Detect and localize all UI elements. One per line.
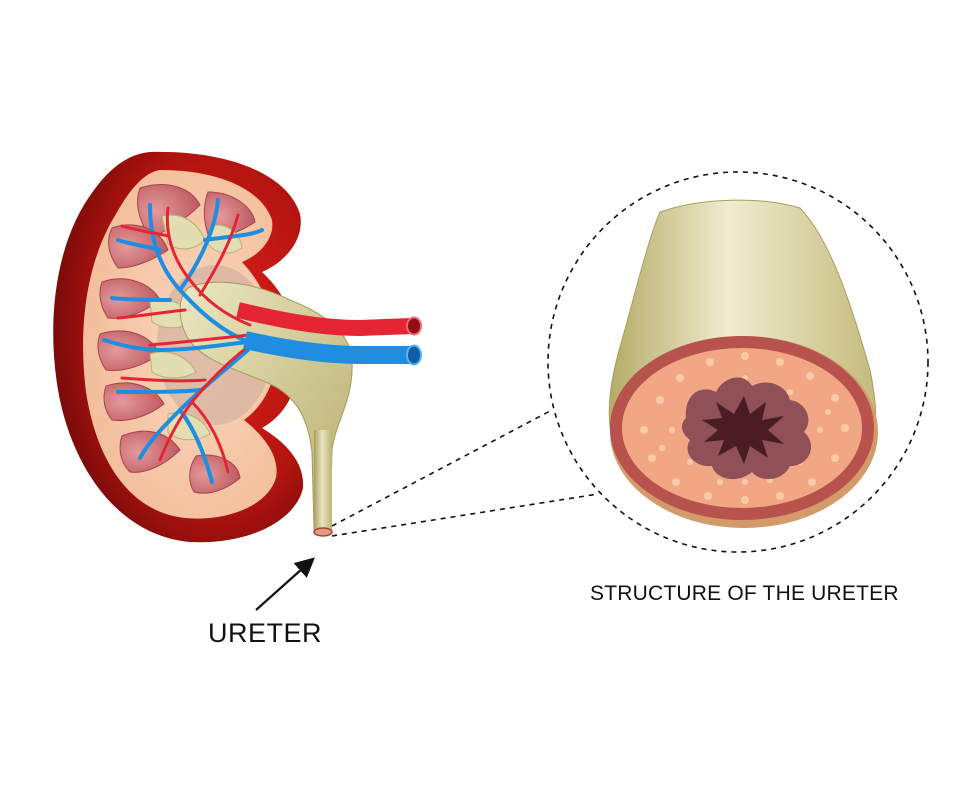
callout-line-lower xyxy=(331,493,599,537)
renal-artery-end xyxy=(406,316,422,336)
ureter-label: URETER xyxy=(208,618,323,648)
magnify-circle xyxy=(547,171,929,553)
callout-lines xyxy=(331,171,929,553)
ureter-cut-end xyxy=(313,527,333,537)
structure-label: STRUCTURE OF THE URETER xyxy=(590,582,899,605)
renal-vein-end xyxy=(406,344,422,366)
ureter-cross-section xyxy=(608,199,878,528)
ureter-tube xyxy=(314,430,332,530)
callout-line-upper xyxy=(331,409,553,527)
renal-artery xyxy=(236,302,413,337)
arrow-icon xyxy=(255,557,315,611)
ureter-lumen xyxy=(702,396,784,464)
renal-artery-branches xyxy=(116,206,252,474)
kidney xyxy=(53,151,422,543)
renal-vein xyxy=(243,331,412,364)
